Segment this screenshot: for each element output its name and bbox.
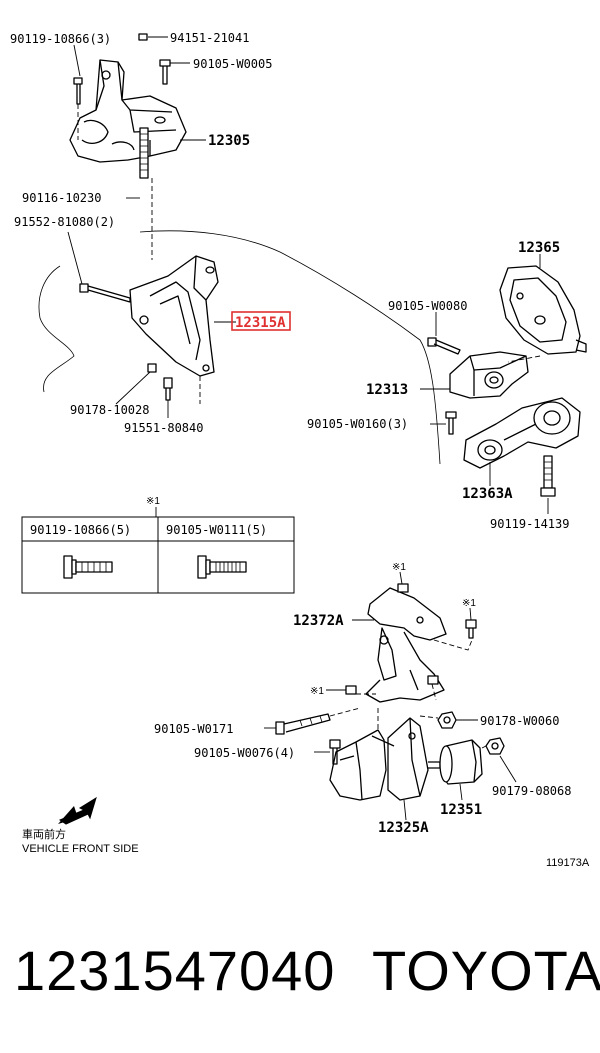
- table-header-col2: 90105-W0111(5): [166, 523, 267, 537]
- label-90105-W0080: 90105-W0080: [388, 299, 467, 313]
- label-90116-10230: 90116-10230: [22, 191, 101, 205]
- label-90119-10866-3: 90119-10866(3): [10, 32, 111, 46]
- label-90105-W0171: 90105-W0171: [154, 722, 233, 736]
- bracket-12365: [499, 265, 587, 355]
- label-90105-W0160-3: 90105-W0160(3): [307, 417, 408, 431]
- label-12351: 12351: [440, 802, 482, 818]
- label-91552-81080-2: 91552-81080(2): [14, 215, 115, 229]
- bushing-12351: [439, 739, 483, 785]
- parts-diagram: 90119-10866(3) 94151-21041 90105-W0005 1…: [10, 31, 590, 869]
- bolt-icon: [197, 555, 247, 579]
- note-mark-nut: ※1: [310, 686, 324, 697]
- engine-outline: [139, 230, 441, 465]
- label-90178-W0060: 90178-W0060: [480, 714, 559, 728]
- label-90105-W0005: 90105-W0005: [193, 57, 272, 71]
- label-94151-21041: 94151-21041: [170, 31, 249, 45]
- mount-12313: [427, 337, 529, 399]
- brand-name: TOYOTA: [372, 939, 600, 1002]
- label-90119-14139: 90119-14139: [490, 517, 569, 531]
- bracket-12315A: [79, 255, 219, 401]
- label-12372A: 12372A: [293, 613, 344, 629]
- note-mark-bolt: ※1: [462, 598, 476, 609]
- bolt-90105-W0171: [275, 713, 331, 735]
- label-90178-10028: 90178-10028: [70, 403, 149, 417]
- nut-90179-08068: [485, 737, 505, 755]
- label-12315A[interactable]: 12315A: [235, 315, 286, 331]
- diagram-id: 119173A: [546, 857, 590, 869]
- vehicle-front-arrow-icon: [58, 796, 97, 825]
- label-12305: 12305: [208, 133, 250, 149]
- part-number: 1231547040: [14, 939, 336, 1002]
- nut-90178-W0060: [437, 711, 457, 729]
- label-12365: 12365: [518, 240, 560, 256]
- note-mark-bracket: ※1: [392, 562, 406, 573]
- label-90105-W0076-4: 90105-W0076(4): [194, 746, 295, 760]
- bracket-12372A: [345, 583, 477, 703]
- label-12313: 12313: [366, 382, 408, 398]
- bolt-icon: [63, 555, 113, 579]
- highlight-box-12315A: [231, 311, 291, 331]
- footer: 1231547040 TOYOTA: [0, 930, 600, 1020]
- label-12325A: 12325A: [378, 820, 429, 836]
- label-12363A: 12363A: [462, 486, 513, 502]
- table-header-col1: 90119-10866(5): [30, 523, 131, 537]
- bracket-12325A: [329, 717, 441, 801]
- vehicle-front-en: VEHICLE FRONT SIDE: [22, 843, 139, 855]
- torque-rod-12363A: [463, 397, 581, 497]
- note-mark-table: ※1: [146, 496, 160, 507]
- engine-mount-12305: [69, 33, 187, 179]
- vehicle-front-jp: 車両前方: [22, 827, 66, 841]
- label-91551-80840: 91551-80840: [124, 421, 203, 435]
- fastener-table: 90119-10866(5) 90105-W0111(5): [21, 516, 295, 594]
- label-90179-08068: 90179-08068: [492, 784, 571, 798]
